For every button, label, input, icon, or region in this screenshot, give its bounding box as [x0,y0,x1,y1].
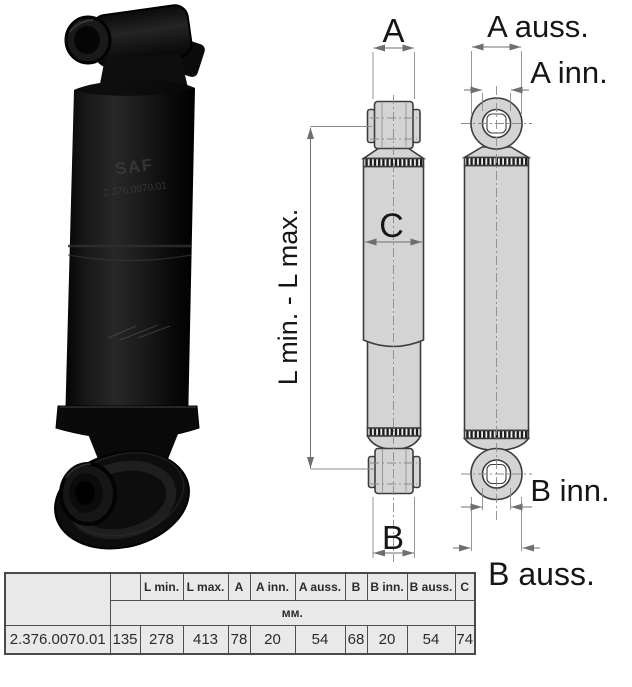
table-cell: 20 [366,625,408,655]
table-row: 2.376.0070.01 135 278 413 78 20 54 68 20… [4,625,476,655]
table-header-a-auss: A auss. [294,572,346,601]
table-cell: 68 [344,625,368,655]
table-unit-cell: мм. [109,600,476,626]
dimension-lines [307,43,540,557]
table-cell: 54 [406,625,456,655]
dim-label-b: B [382,519,404,556]
table-header-b: B [344,572,368,601]
side-bottom-bushing [374,447,414,495]
dimensions-table: L min. L max. A A inn. A auss. B B inn. … [4,572,476,655]
table-header-l-max: L max. [182,572,229,601]
table-header-a: A [227,572,251,601]
photo-brand-marking: SAF [114,155,155,179]
photo-body: SAF 2.376.0070.01 [55,79,200,464]
dim-label-a: A [382,12,404,49]
table-cell: 20 [249,625,296,655]
side-view-diagram [360,100,427,495]
extension-lines [310,51,522,558]
table-header-cell [109,572,141,601]
table-unit-row: мм. [5,600,476,626]
side-bottom-rib-band [366,427,422,437]
dim-label-b-auss: B auss. [488,556,595,592]
table-cell: 413 [182,625,229,655]
photo-scratches [107,324,171,341]
dim-label-length-range: L min. - L max. [273,209,303,386]
table-cell: 135 [109,625,141,655]
table-cell: 78 [227,625,251,655]
table-header-b-inn: B inn. [366,572,408,601]
technical-drawing: A A auss. A inn. C L min. - L max. B B i… [273,9,610,592]
table-header-row: L min. L max. A A inn. A auss. B B inn. … [4,572,476,626]
dim-label-b-inn: B inn. [530,473,609,508]
table-header-c: C [454,572,476,601]
table-cell: 54 [294,625,346,655]
table-cell: 278 [139,625,184,655]
dim-label-c: C [379,207,404,245]
dim-label-a-auss: A auss. [487,9,589,44]
table-header-b-auss: B auss. [406,572,456,601]
photo-bottom-bushing [54,450,190,550]
dim-label-a-inn: A inn. [530,55,608,90]
table-corner-cell [4,572,111,626]
dimension-labels: A A auss. A inn. C L min. - L max. B B i… [273,9,610,592]
table-header-l-min: L min. [139,572,184,601]
centerlines [370,86,532,562]
table-cell-part-number: 2.376.0070.01 [4,625,111,655]
table-cell: 74 [454,625,476,655]
table-header-a-inn: A inn. [249,572,296,601]
product-photo: SAF 2.376.0070.01 [54,4,205,550]
